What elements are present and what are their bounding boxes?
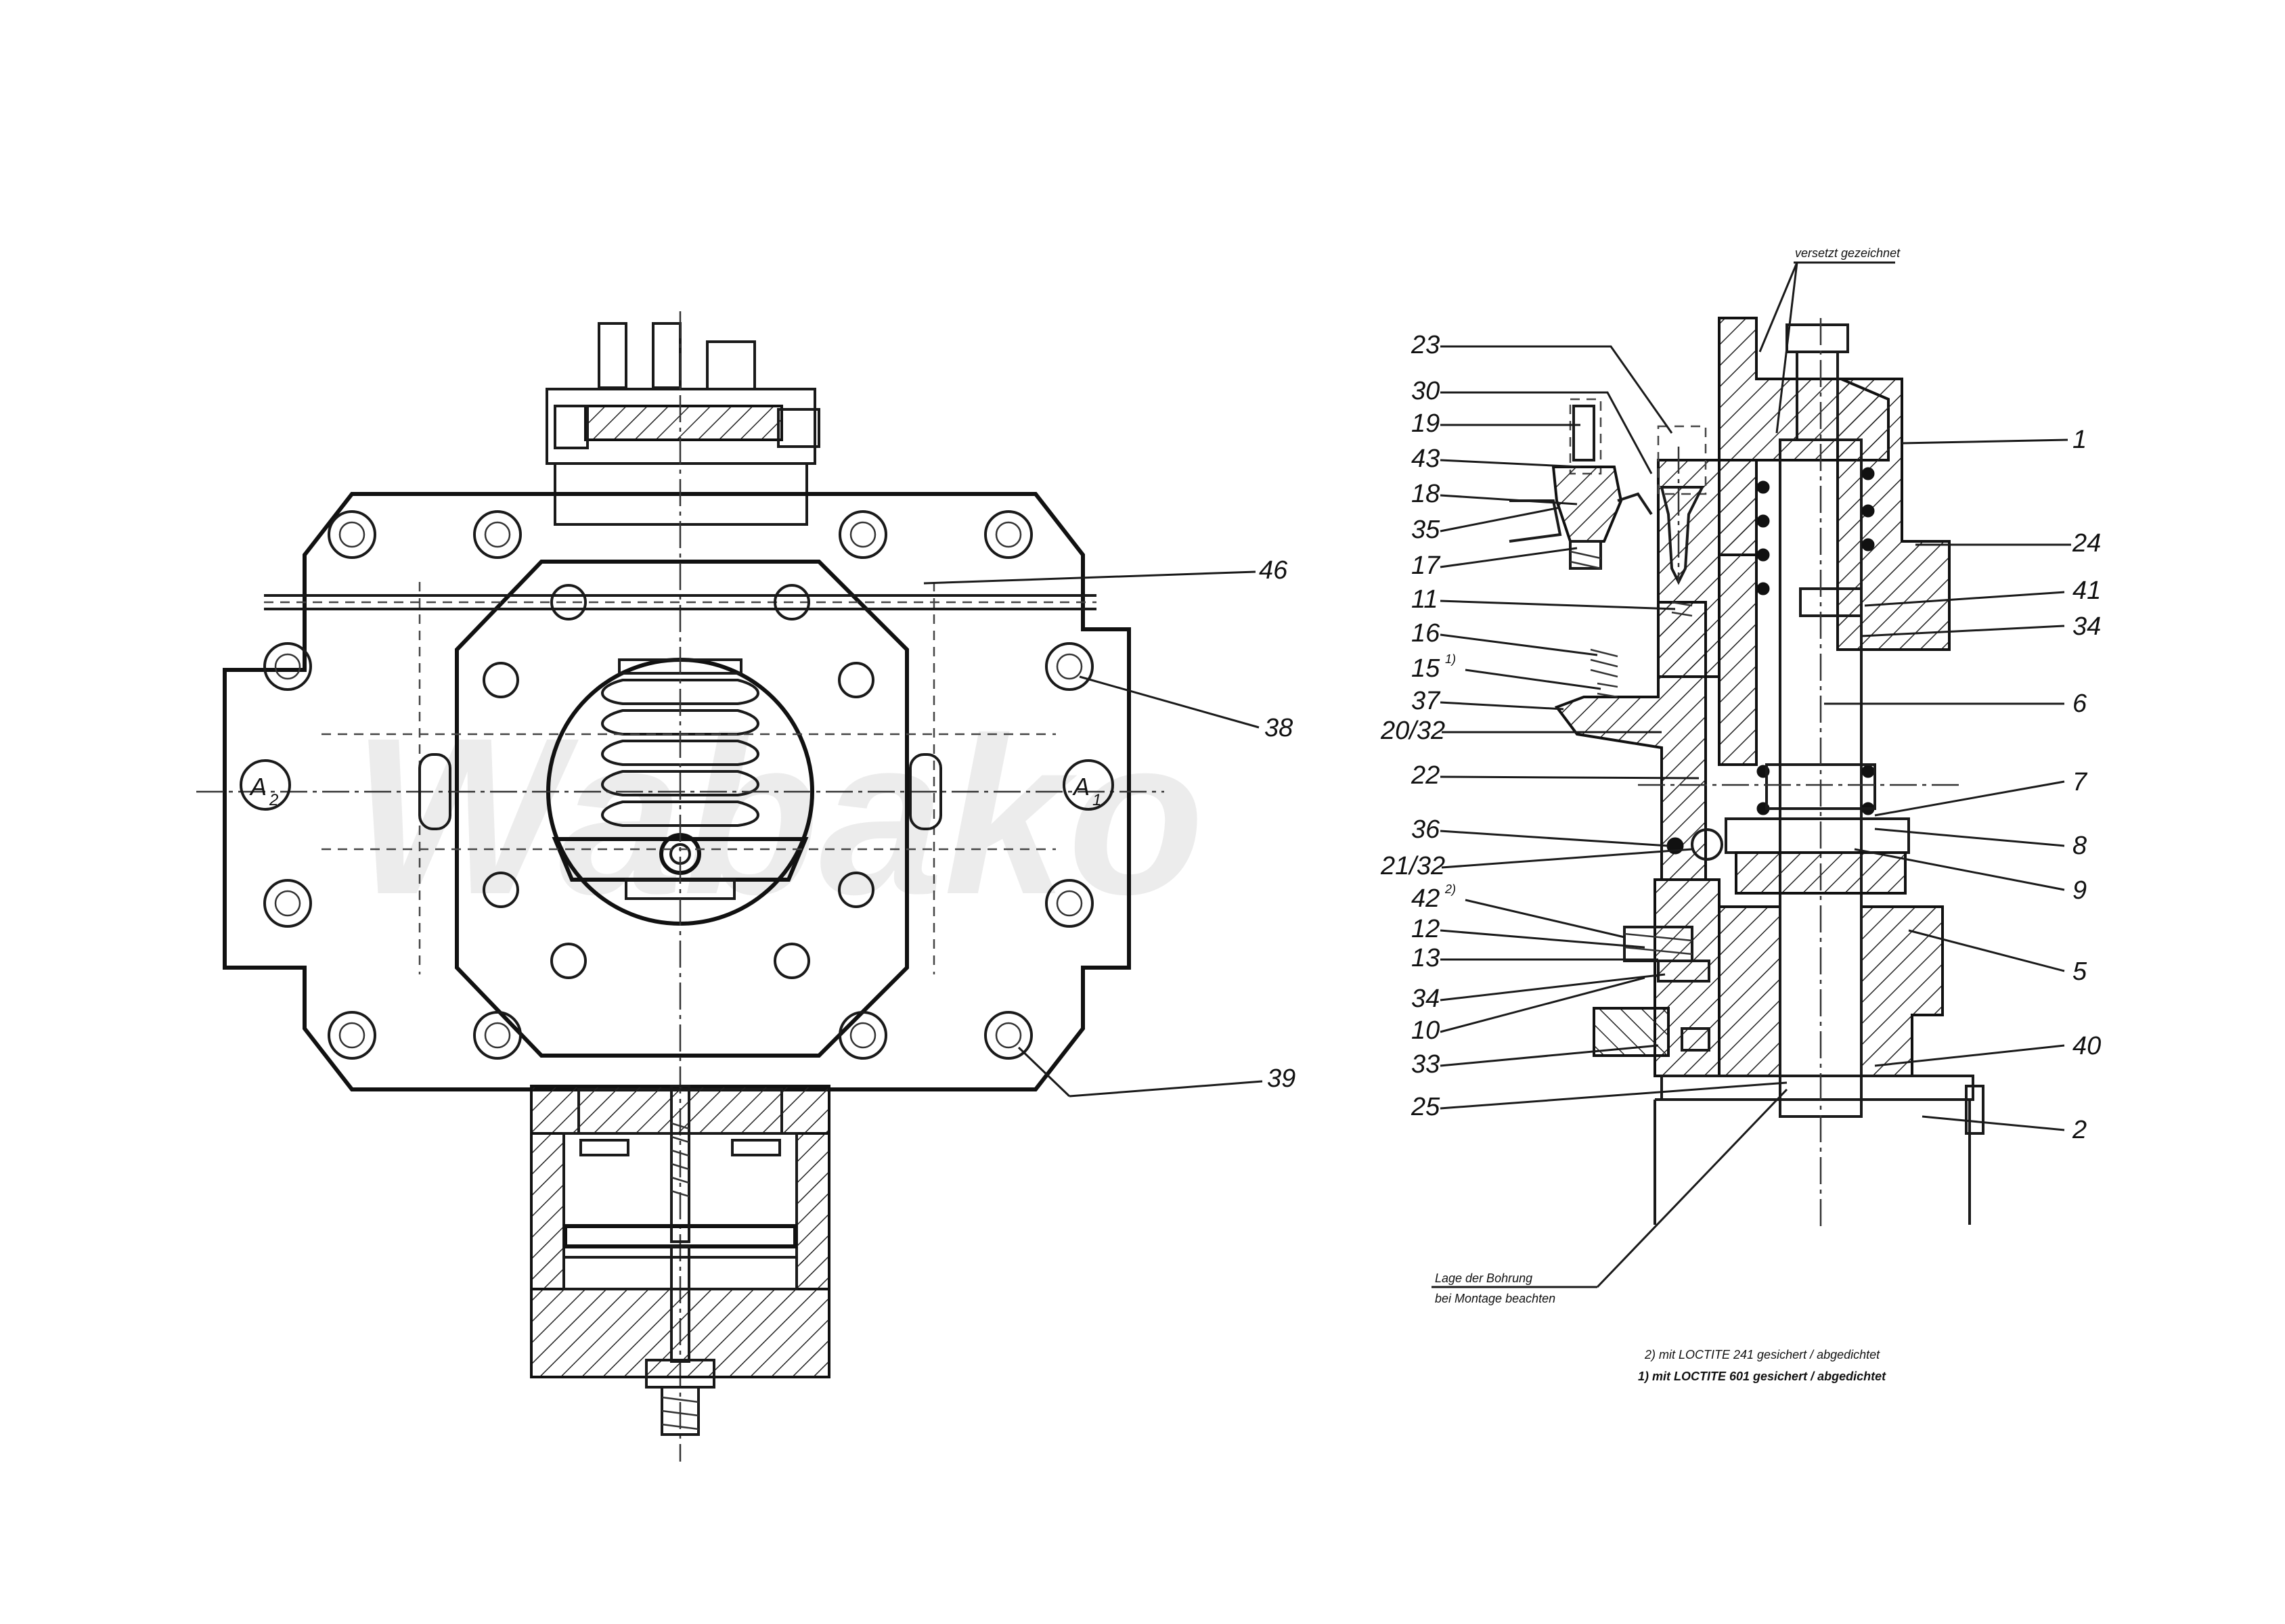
callout-10: 10 xyxy=(1411,1016,1440,1045)
callout-5: 5 xyxy=(2072,957,2087,986)
footnote-2: 2) mit LOCTITE 241 gesichert / abgedicht… xyxy=(1644,1348,1880,1361)
callout-18: 18 xyxy=(1411,480,1440,508)
callout-38: 38 xyxy=(1264,714,1293,742)
callout-43: 43 xyxy=(1411,445,1440,473)
watermark: Wabako xyxy=(352,691,1204,941)
callout-9: 9 xyxy=(2072,876,2087,905)
callout-46: 46 xyxy=(1259,556,1288,585)
right-right-callouts: 1 24 41 34 6 7 8 9 5 40 2 xyxy=(1824,426,2101,1144)
callout-22: 22 xyxy=(1411,761,1440,790)
svg-text:Lage der Bohrung: Lage der Bohrung xyxy=(1435,1271,1532,1285)
plate-holes xyxy=(483,584,874,979)
svg-text:A: A xyxy=(1072,773,1090,800)
top-note: versetzt gezeichnet xyxy=(1795,246,1901,260)
callout-19: 19 xyxy=(1411,409,1440,438)
callout-25: 25 xyxy=(1411,1093,1440,1121)
callout-36: 36 xyxy=(1411,815,1440,844)
callout-41: 41 xyxy=(2072,577,2101,605)
callout-7: 7 xyxy=(2072,768,2088,796)
outer-bolts xyxy=(263,510,1094,1060)
svg-text:2): 2) xyxy=(1444,882,1456,896)
callout-1: 1 xyxy=(2072,426,2087,454)
callout-12: 12 xyxy=(1411,915,1440,943)
marker-a1: A 1 xyxy=(1063,759,1114,811)
footnotes: 2) mit LOCTITE 241 gesichert / abgedicht… xyxy=(1638,1348,1886,1383)
lower-cylinder xyxy=(530,1085,830,1436)
callout-13: 13 xyxy=(1411,944,1440,972)
svg-text:1): 1) xyxy=(1445,652,1456,666)
svg-text:2: 2 xyxy=(269,791,278,809)
callout-42: 42 xyxy=(1411,884,1440,913)
right-section-view: versetzt gezeichnet xyxy=(1509,246,1984,1232)
svg-text:bei Montage beachten: bei Montage beachten xyxy=(1435,1292,1555,1305)
callout-40: 40 xyxy=(2072,1032,2101,1060)
callout-23: 23 xyxy=(1411,331,1440,359)
callout-15: 15 xyxy=(1411,654,1440,683)
callout-24: 24 xyxy=(2072,529,2101,558)
callout-35: 35 xyxy=(1411,516,1440,544)
callout-33: 33 xyxy=(1411,1050,1440,1079)
left-callouts: 46 38 39 xyxy=(923,556,1295,1098)
callout-30: 30 xyxy=(1411,377,1440,405)
left-assembly-view: A 2 A 1 xyxy=(196,311,1164,1462)
callout-21-32: 21/32 xyxy=(1380,852,1445,880)
callout-11: 11 xyxy=(1411,585,1438,614)
callout-16: 16 xyxy=(1411,619,1440,648)
callout-34-left: 34 xyxy=(1411,985,1440,1013)
callout-2: 2 xyxy=(2072,1116,2087,1144)
callout-6: 6 xyxy=(2072,690,2087,718)
marker-a2: A 2 xyxy=(240,759,291,811)
footnote-1: 1) mit LOCTITE 601 gesichert / abgedicht… xyxy=(1638,1370,1886,1383)
callout-20-32: 20/32 xyxy=(1380,717,1445,745)
callout-8: 8 xyxy=(2072,832,2087,860)
callout-17: 17 xyxy=(1411,551,1441,580)
right-left-callouts: 23 30 19 43 18 35 17 11 16 15 1) 37 20/3… xyxy=(1380,331,1788,1121)
bore-note: Lage der Bohrung bei Montage beachten xyxy=(1432,1088,1788,1305)
callout-34-right: 34 xyxy=(2072,612,2101,641)
svg-text:1: 1 xyxy=(1092,791,1101,809)
callout-39: 39 xyxy=(1267,1064,1295,1093)
svg-text:A: A xyxy=(249,773,267,800)
callout-37: 37 xyxy=(1411,687,1441,715)
